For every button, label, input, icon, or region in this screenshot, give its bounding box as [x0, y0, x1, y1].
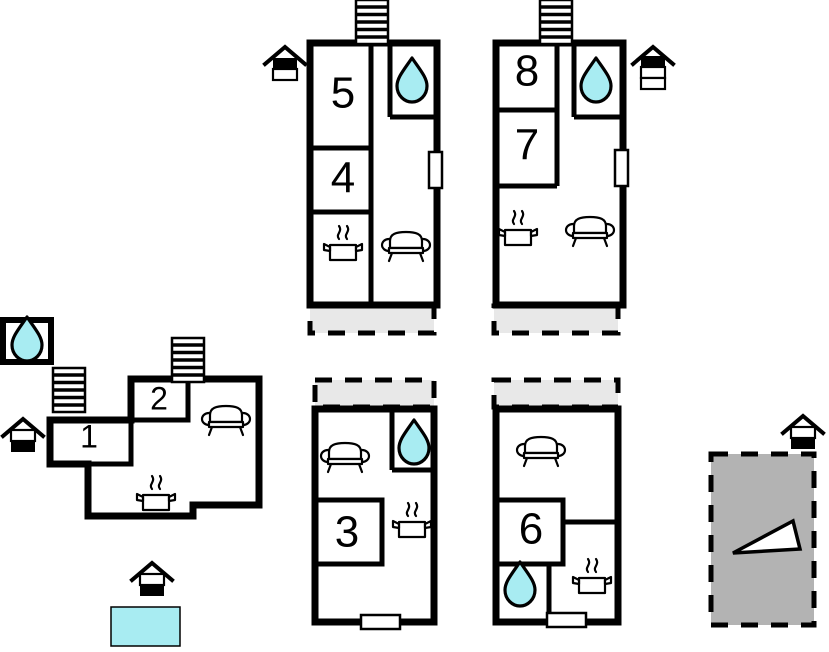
plot-right	[708, 451, 817, 628]
water-drop-icon	[579, 56, 613, 104]
building-bottom-right: 6	[492, 405, 622, 629]
building-bottom-mid: 3	[311, 405, 438, 631]
ladder-icon	[354, 0, 390, 46]
cooking-pot-icon	[571, 557, 613, 595]
cooking-pot-icon	[497, 209, 539, 247]
terrace-group	[307, 303, 621, 410]
water-drop-icon	[395, 56, 429, 104]
ladder-icon	[538, 0, 574, 46]
water-drop-icon	[397, 418, 431, 466]
unit-label-8: 8	[515, 47, 539, 96]
ladder-icon	[51, 366, 87, 414]
unit-label-6: 6	[519, 505, 543, 554]
unit-label-7: 7	[515, 121, 539, 170]
unit-label-5: 5	[331, 69, 355, 118]
terrace-unit8	[491, 303, 621, 336]
ladder-icon	[170, 336, 206, 384]
sofa-icon	[380, 230, 432, 263]
door-opening-unit6	[545, 611, 588, 629]
cooking-pot-icon	[391, 501, 433, 539]
unit-label-4: 4	[331, 154, 355, 203]
unit-label-1: 1	[80, 418, 98, 454]
north-arrow-icon	[732, 518, 803, 555]
sofa-icon	[564, 215, 616, 248]
door-opening-unit3	[359, 613, 402, 631]
water-legend-box	[0, 315, 54, 365]
house-marker-icon	[781, 414, 825, 451]
house-marker-icon	[631, 45, 675, 91]
terrace-unit6	[491, 377, 621, 410]
pool-icon	[110, 606, 181, 647]
sofa-icon	[200, 404, 252, 437]
sofa-icon	[515, 435, 567, 468]
cooking-pot-icon	[135, 474, 177, 512]
house-marker-icon	[263, 45, 307, 82]
building-top-left: 5 4	[306, 39, 444, 309]
house-marker-icon	[1, 417, 45, 454]
house-marker-icon	[130, 561, 174, 598]
water-drop-icon	[503, 560, 537, 608]
building-top-right: 8 7	[492, 39, 630, 309]
terrace-unit3	[312, 377, 437, 410]
building-bottom-left-lshape: 1 2	[46, 375, 263, 520]
window-unit5	[427, 150, 444, 190]
unit-label-3: 3	[335, 508, 359, 557]
unit-label-2: 2	[150, 380, 168, 416]
terrace-unit5	[307, 303, 437, 336]
window-unit8	[613, 148, 630, 188]
sofa-icon	[319, 441, 371, 474]
cooking-pot-icon	[322, 224, 364, 262]
